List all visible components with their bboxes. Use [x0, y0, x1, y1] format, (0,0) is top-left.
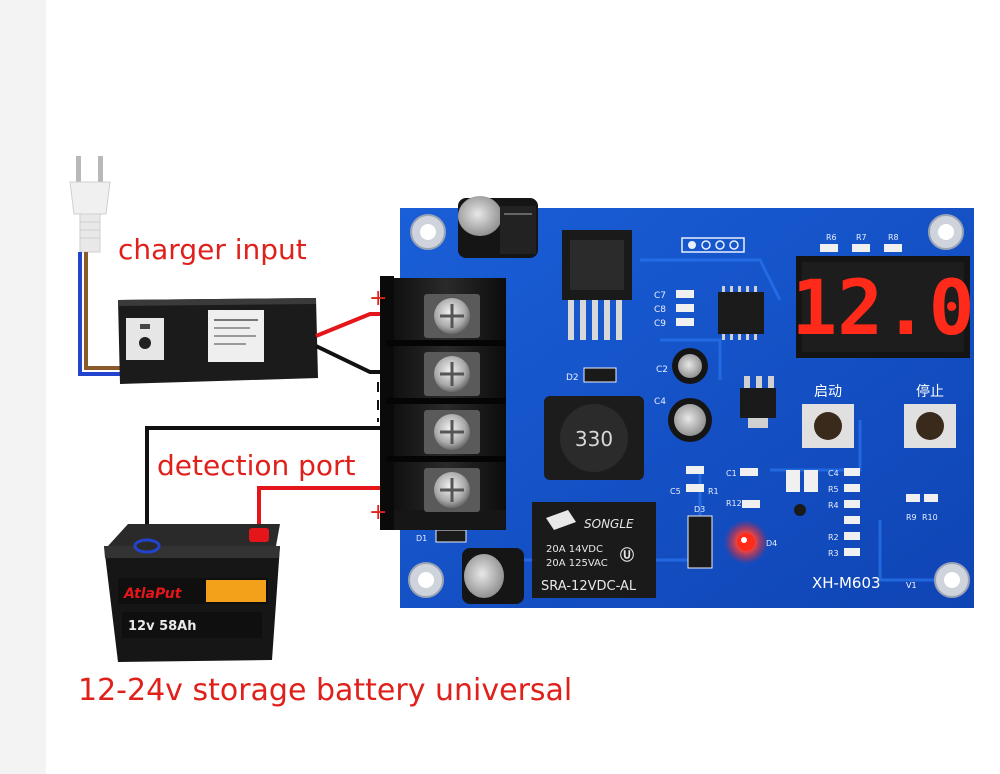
- voltage-regulator: [740, 376, 776, 428]
- label-c4-right: C4: [828, 469, 839, 478]
- relay-rating-dc: 20A 14VDC: [546, 544, 603, 555]
- battery-terminal-negative: [133, 538, 161, 554]
- label-r6: R6: [826, 233, 837, 242]
- capacitor-bottom: [462, 548, 524, 604]
- stop-button: 停止: [904, 383, 956, 448]
- relay: SONGLE 20A 14VDC 20A 125VAC Ⓤ SRA-12VDC-…: [532, 502, 656, 598]
- stop-button-label: 停止: [916, 383, 944, 400]
- start-button: 启动: [802, 384, 854, 448]
- label-r1: R1: [708, 487, 719, 496]
- power-plug: [69, 156, 111, 253]
- start-button-label: 启动: [814, 384, 842, 400]
- label-r5: R5: [828, 485, 839, 494]
- label-r10: R10: [922, 513, 938, 522]
- mounting-holes: [408, 214, 970, 598]
- label-r3: R3: [828, 549, 839, 558]
- diode-d1: D1: [416, 529, 467, 543]
- mcu-chip: [718, 286, 764, 340]
- board-version: V1: [906, 581, 917, 590]
- battery-voltage-label: 12v 58Ah: [128, 619, 197, 634]
- display-reading: 12.0: [791, 263, 974, 352]
- terminal-screws: [424, 294, 480, 512]
- led-display: 12.0 R6 R7 R8: [791, 233, 975, 358]
- label-d1: D1: [416, 534, 427, 543]
- board-model: XH-M603: [812, 574, 881, 592]
- diode-d3: D3: [687, 505, 713, 569]
- label-c1: C1: [726, 469, 737, 478]
- terminal-block: [380, 276, 506, 530]
- plus-sign-battery: +: [369, 500, 387, 525]
- battery-terminal-positive: [249, 528, 269, 542]
- label-r4: R4: [828, 501, 839, 510]
- diode-d2: D2: [566, 367, 617, 383]
- svg-text:Ⓤ: Ⓤ: [620, 547, 634, 564]
- label-r7: R7: [856, 233, 867, 242]
- label-c8: C8: [654, 305, 666, 315]
- label-r8: R8: [888, 233, 899, 242]
- capacitor-c2: C2: [656, 348, 708, 384]
- label-d3: D3: [694, 505, 705, 514]
- label-d2: D2: [566, 373, 579, 383]
- inductor: 330: [544, 396, 644, 480]
- label-c5: C5: [670, 487, 681, 496]
- label-c7: C7: [654, 291, 666, 301]
- label-c4-left: C4: [654, 397, 666, 407]
- left-margin-strip: [0, 0, 46, 774]
- inductor-code: 330: [575, 427, 613, 451]
- label-r2: R2: [828, 533, 839, 542]
- relay-brand: SONGLE: [584, 517, 634, 531]
- capacitor-c4: C4: [654, 397, 712, 442]
- smd-resistors: C5 R1 C1 R12 C4 R5 R4 R2 R3: [670, 466, 938, 558]
- battery-caption: 12-24v storage battery universal: [78, 673, 573, 708]
- smd-caps-c7-c9: C7 C8 C9: [654, 290, 694, 329]
- charger-input-label: charger input: [118, 233, 307, 266]
- label-c9: C9: [654, 319, 666, 329]
- regulator-ic: [562, 230, 632, 340]
- status-led-d4: D4: [724, 520, 777, 564]
- battery-brand: AtlaPut: [123, 586, 183, 602]
- detection-port-label: detection port: [157, 449, 356, 482]
- capacitor-top: [458, 196, 538, 258]
- label-c2: C2: [656, 365, 668, 375]
- relay-part: SRA-12VDC-AL: [541, 579, 637, 594]
- storage-battery: AtlaPut 12v 58Ah: [104, 524, 280, 662]
- label-r9: R9: [906, 513, 917, 522]
- relay-rating-ac: 20A 125VAC: [546, 558, 608, 569]
- charger-adapter: [118, 298, 318, 384]
- header-pins: [681, 237, 745, 253]
- plus-sign-charger: +: [369, 286, 387, 311]
- label-d4: D4: [766, 539, 777, 548]
- mains-cable: [78, 252, 122, 376]
- label-r12: R12: [726, 499, 742, 508]
